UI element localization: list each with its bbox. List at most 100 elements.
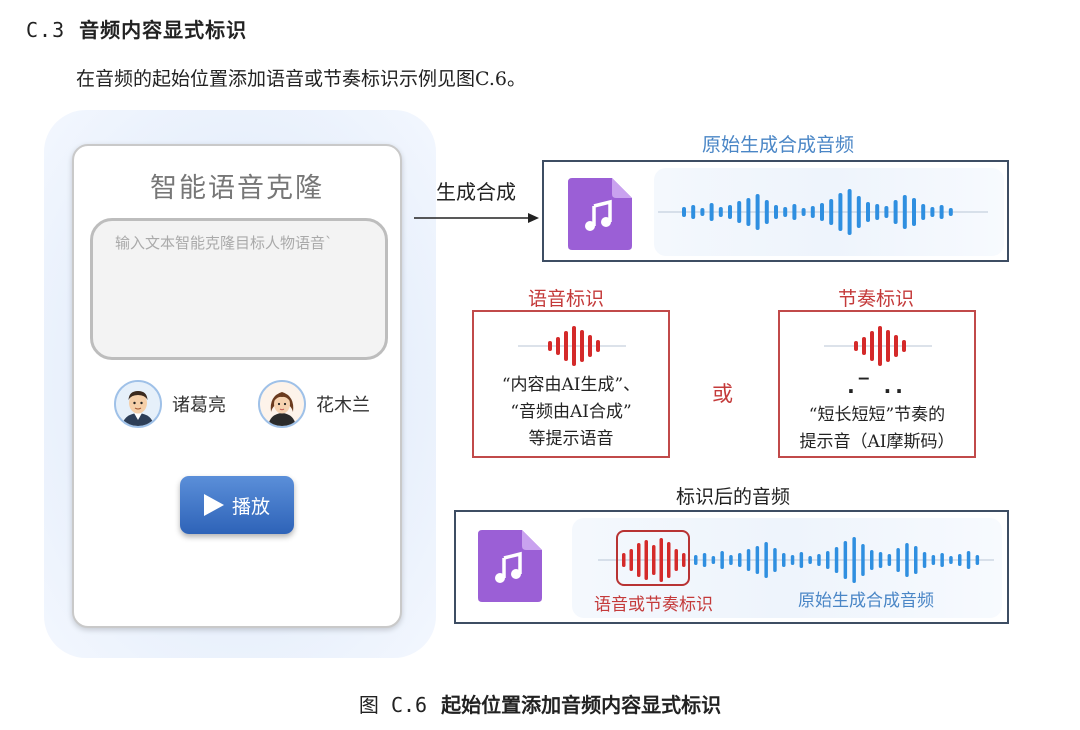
wave-bar xyxy=(720,551,724,569)
mark-highlight-box xyxy=(616,530,690,586)
wave-bar xyxy=(893,200,898,224)
wave-bar xyxy=(958,554,962,566)
wave-bar xyxy=(866,202,870,222)
wave-bar xyxy=(746,198,751,226)
or-label: 或 xyxy=(712,382,733,406)
wave-bar xyxy=(783,207,788,217)
wave-bar xyxy=(667,542,671,578)
wave-bar xyxy=(674,549,678,571)
play-icon xyxy=(203,494,224,516)
wave-bar xyxy=(870,550,874,570)
wave-bar xyxy=(817,554,821,566)
wave-bar xyxy=(931,555,936,565)
wave-bar xyxy=(799,552,804,568)
wave-bar xyxy=(875,204,880,220)
wave-bar xyxy=(975,555,980,565)
avatar-icon xyxy=(114,380,162,428)
wave-bar xyxy=(548,341,552,351)
wave-bar xyxy=(702,553,707,567)
wave-bar xyxy=(856,196,861,228)
wave-bar xyxy=(729,555,733,565)
arrow-label: 生成合成 xyxy=(436,180,516,204)
wave-bar xyxy=(852,537,856,583)
wave-bar xyxy=(847,189,852,235)
rhythm-mark-line: “短长短短”节奏的 xyxy=(808,405,946,425)
wave-bar xyxy=(782,553,786,567)
voice-mark-title: 语音标识 xyxy=(528,288,605,310)
voice-mark-line: 等提示语音 xyxy=(528,429,614,449)
wave-bar xyxy=(572,326,576,366)
wave-bar xyxy=(629,549,633,571)
wave-bar xyxy=(755,546,760,574)
speaker-huamulan[interactable]: 花木兰 xyxy=(258,380,370,428)
wave-bar xyxy=(728,205,732,219)
wave-bar xyxy=(912,198,916,226)
rhythm-mark-line: 提示音（AI摩斯码） xyxy=(799,432,955,452)
wave-bar xyxy=(949,556,953,564)
wave-background xyxy=(572,518,1002,618)
wave-bar xyxy=(870,331,874,361)
audio-waveform xyxy=(658,189,988,235)
avatar-icon xyxy=(258,380,306,428)
wave-bar xyxy=(894,335,898,357)
wave-bar xyxy=(709,203,714,221)
wave-bar xyxy=(691,205,696,219)
phone-mockup: 智能语音克隆 输入文本智能克隆目标人物语音` 诸葛亮 xyxy=(72,144,402,628)
wave-bar xyxy=(746,549,751,571)
wave-bar xyxy=(854,341,858,351)
wave-bar xyxy=(884,206,889,218)
music-file-icon xyxy=(478,530,542,602)
marked-audio-title: 标识后的音频 xyxy=(676,486,791,508)
mark-label: 语音或节奏标识 xyxy=(594,595,713,615)
wave-bar xyxy=(921,204,926,220)
wave-bar xyxy=(902,340,906,352)
rhythm-mark-title: 节奏标识 xyxy=(838,288,915,310)
wave-bar xyxy=(810,206,815,218)
wave-bar xyxy=(755,194,760,230)
wave-bar xyxy=(939,205,944,219)
wave-bar xyxy=(861,544,865,576)
wave-bar xyxy=(834,547,839,573)
wave-bar xyxy=(914,546,918,574)
wave-bar xyxy=(862,337,866,355)
wave-bar xyxy=(922,552,927,568)
wave-bar xyxy=(596,340,600,352)
marked-audio-box xyxy=(454,510,1009,624)
original-label: 原始生成合成音频 xyxy=(798,591,934,611)
figure-title: 起始位置添加音频内容显式标识 xyxy=(441,693,722,717)
music-file-icon xyxy=(568,178,632,250)
play-label: 播放 xyxy=(231,495,270,518)
wave-bar xyxy=(588,335,592,357)
wave-bar xyxy=(790,555,795,565)
wave-bar xyxy=(622,553,626,567)
wave-bar xyxy=(580,330,584,362)
intro-paragraph: 在音频的起始位置添加语音或节奏标识示例见图C.6。 xyxy=(76,68,526,90)
section-number: C.3 xyxy=(26,18,66,42)
speaker-zhugeliang[interactable]: 诸葛亮 xyxy=(114,380,226,428)
text-input-box[interactable]: 输入文本智能克隆目标人物语音` xyxy=(90,218,388,360)
wave-bar xyxy=(694,555,698,565)
wave-bar xyxy=(887,554,892,566)
wave-bar xyxy=(843,541,848,579)
rhythm-mark-waveform xyxy=(824,326,932,366)
wave-bar xyxy=(764,542,768,578)
wave-bar xyxy=(682,207,686,217)
voice-mark-line: “音频由AI合成” xyxy=(510,402,632,422)
play-button[interactable]: 播放 xyxy=(180,476,294,534)
speaker-name: 花木兰 xyxy=(316,395,370,416)
voice-mark-line: “内容由AI生成”、 xyxy=(501,375,641,395)
wave-bar xyxy=(808,556,812,564)
wave-bar xyxy=(773,548,777,572)
wave-bar xyxy=(556,337,560,355)
wave-bar xyxy=(878,326,882,366)
wave-bar xyxy=(838,193,843,231)
original-audio-title: 原始生成合成音频 xyxy=(702,134,855,156)
wave-bar xyxy=(652,545,656,575)
section-title: 音频内容显式标识 xyxy=(79,18,248,42)
wave-bar xyxy=(644,540,648,580)
speaker-name: 诸葛亮 xyxy=(172,395,226,416)
wave-bar xyxy=(948,208,953,216)
wave-bar xyxy=(829,199,834,225)
wave-bar xyxy=(764,200,769,224)
